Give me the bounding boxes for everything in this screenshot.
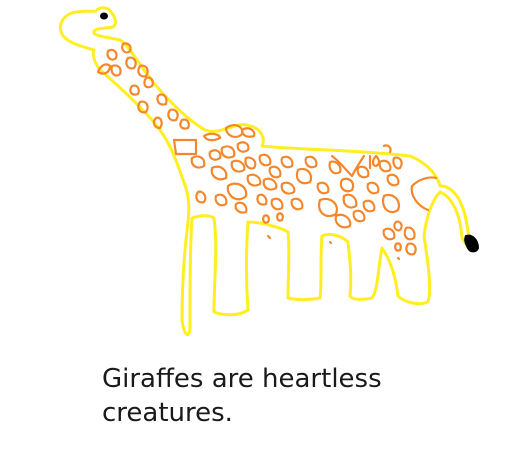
spot (258, 153, 272, 167)
giraffe-spots (96, 42, 438, 261)
spot (334, 213, 352, 229)
spot (410, 176, 438, 212)
spot (236, 141, 250, 153)
spot (328, 160, 342, 175)
spot (382, 227, 396, 241)
spot (295, 167, 313, 185)
spot (262, 177, 278, 191)
spot (386, 173, 400, 187)
spot (256, 193, 268, 206)
spot (280, 181, 296, 195)
spot (125, 56, 137, 70)
spot (330, 154, 366, 178)
spot (190, 155, 206, 169)
spot (276, 212, 284, 222)
spot (156, 93, 168, 106)
spot (266, 234, 272, 240)
spot (220, 145, 236, 159)
tail-tuft (464, 234, 480, 253)
spot (394, 242, 402, 252)
spot (403, 226, 416, 241)
spot (110, 64, 122, 77)
spot (234, 201, 248, 214)
spot (172, 138, 198, 156)
spot (280, 155, 294, 169)
spot (405, 242, 417, 256)
spot (392, 156, 403, 170)
spot (290, 197, 304, 211)
spot (246, 173, 262, 187)
spot (152, 116, 163, 130)
spot (137, 100, 149, 114)
spot (382, 144, 392, 154)
spot (396, 256, 401, 261)
eye (100, 12, 108, 20)
spot (318, 197, 338, 218)
spot (240, 127, 256, 138)
giraffe-outline (58, 6, 478, 336)
spot (382, 193, 400, 214)
spot (268, 165, 282, 179)
spot (339, 177, 355, 193)
spot (342, 193, 358, 209)
spot (106, 48, 118, 61)
spot (378, 159, 392, 173)
spot (167, 108, 179, 122)
spot (262, 214, 270, 224)
spot (352, 209, 366, 223)
spot (137, 64, 149, 78)
spot (129, 84, 140, 96)
spot (179, 118, 190, 130)
spot (230, 159, 246, 173)
spot (362, 199, 376, 213)
spot (368, 154, 381, 170)
spot (96, 63, 112, 75)
spot (143, 76, 154, 89)
spot (366, 181, 380, 195)
spot (244, 156, 257, 170)
spot (316, 181, 330, 195)
spot (328, 240, 333, 245)
spot (270, 197, 284, 211)
spot (202, 132, 222, 142)
spot (356, 165, 370, 179)
spot (214, 193, 228, 207)
spot (226, 182, 248, 201)
spot (195, 190, 207, 204)
spot (393, 220, 403, 232)
spot (121, 42, 132, 54)
spot (304, 155, 318, 169)
spot (208, 149, 222, 161)
spot (210, 165, 228, 181)
caption: Giraffes are heartless creatures. (102, 364, 382, 428)
